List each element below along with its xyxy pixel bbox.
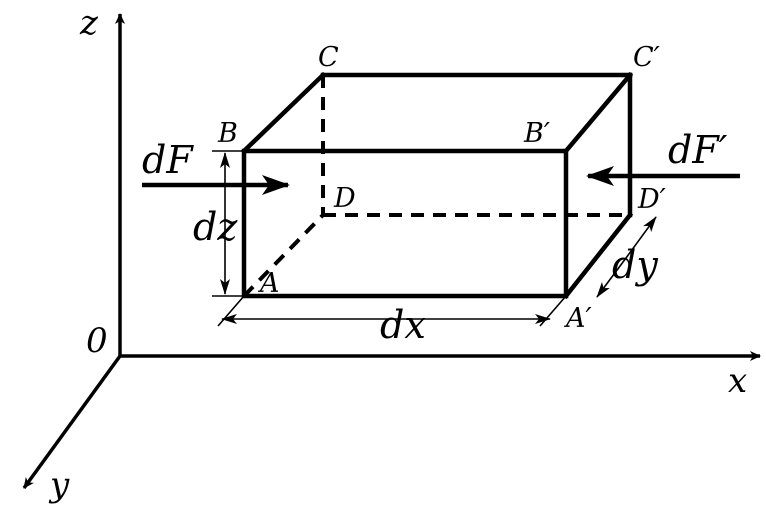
dx-extension-right: [539, 295, 567, 327]
edge-BC: [240, 71, 327, 155]
force-label-left: dF: [142, 138, 194, 182]
dy-arrow-up: [625, 216, 657, 259]
z-axis-label: z: [79, 3, 99, 43]
dx-label: dx: [380, 303, 426, 347]
vertex-label-A-prime: A′: [563, 303, 592, 334]
hidden-edge-AD: [242, 213, 325, 298]
vertex-label-C: C: [318, 42, 339, 73]
edge-AprimeDprime: [562, 211, 634, 300]
force-label-right: dF′: [668, 128, 728, 172]
y-axis: [22, 354, 122, 490]
vertex-label-B: B: [217, 118, 238, 149]
edge-BprimeCprime: [562, 71, 634, 155]
vertex-label-D-prime: D′: [637, 184, 666, 215]
y-axis-label: y: [48, 465, 70, 505]
vertex-label-D: D: [333, 183, 356, 214]
vertex-label-B-prime: B′: [523, 118, 550, 149]
dy-arrow-down: [596, 257, 627, 298]
dx-extension-left: [217, 295, 245, 327]
vertex-label-A: A: [257, 268, 280, 299]
dz-label: dz: [193, 205, 238, 249]
x-axis-label: x: [728, 361, 747, 401]
origin-label: 0: [86, 321, 108, 361]
vertex-label-C-prime: C′: [633, 42, 660, 73]
front-face: [241, 148, 569, 299]
dy-label: dy: [612, 243, 658, 287]
